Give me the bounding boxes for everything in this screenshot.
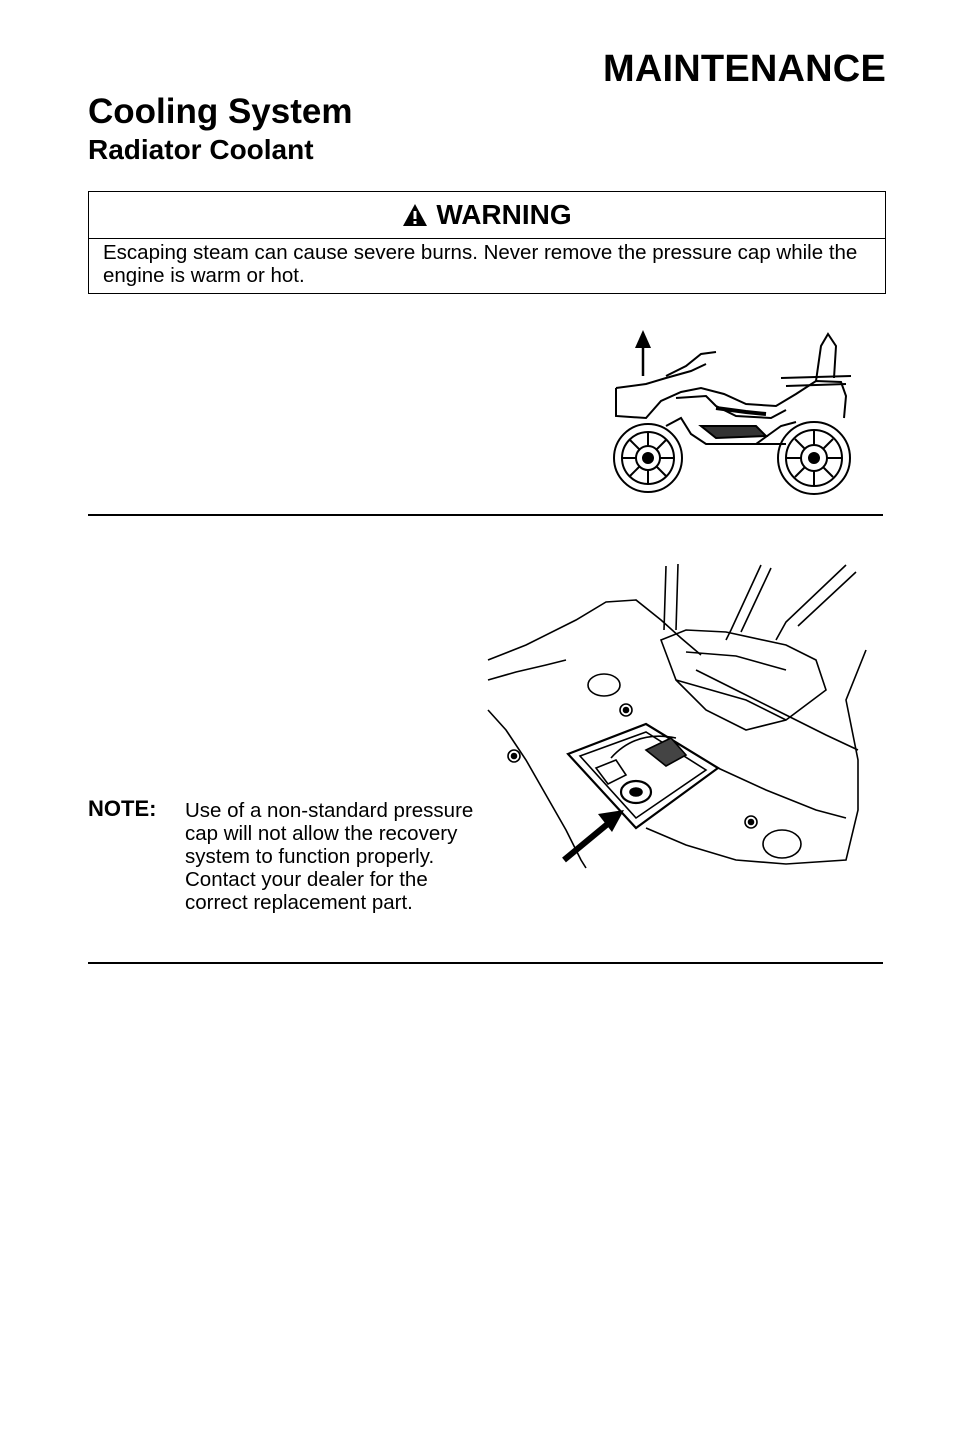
page-subtitle: Radiator Coolant	[88, 134, 314, 165]
pressure-cap-location-illustration	[486, 560, 874, 875]
section-divider-bottom	[88, 962, 883, 964]
atv-side-view-illustration	[606, 326, 856, 503]
section-divider-top	[88, 514, 883, 516]
page-title: Cooling System	[88, 92, 353, 131]
note-label: NOTE:	[88, 796, 157, 821]
warning-box: WARNING Escaping steam can cause severe …	[88, 191, 886, 294]
warning-header: WARNING	[89, 192, 885, 239]
warning-text: Escaping steam can cause severe burns. N…	[103, 241, 858, 287]
note-text: Use of a non-standard pressure cap will …	[185, 799, 474, 914]
warning-triangle-icon	[402, 203, 428, 227]
section-header: MAINTENANCE	[603, 48, 886, 90]
warning-heading: WARNING	[436, 199, 572, 230]
